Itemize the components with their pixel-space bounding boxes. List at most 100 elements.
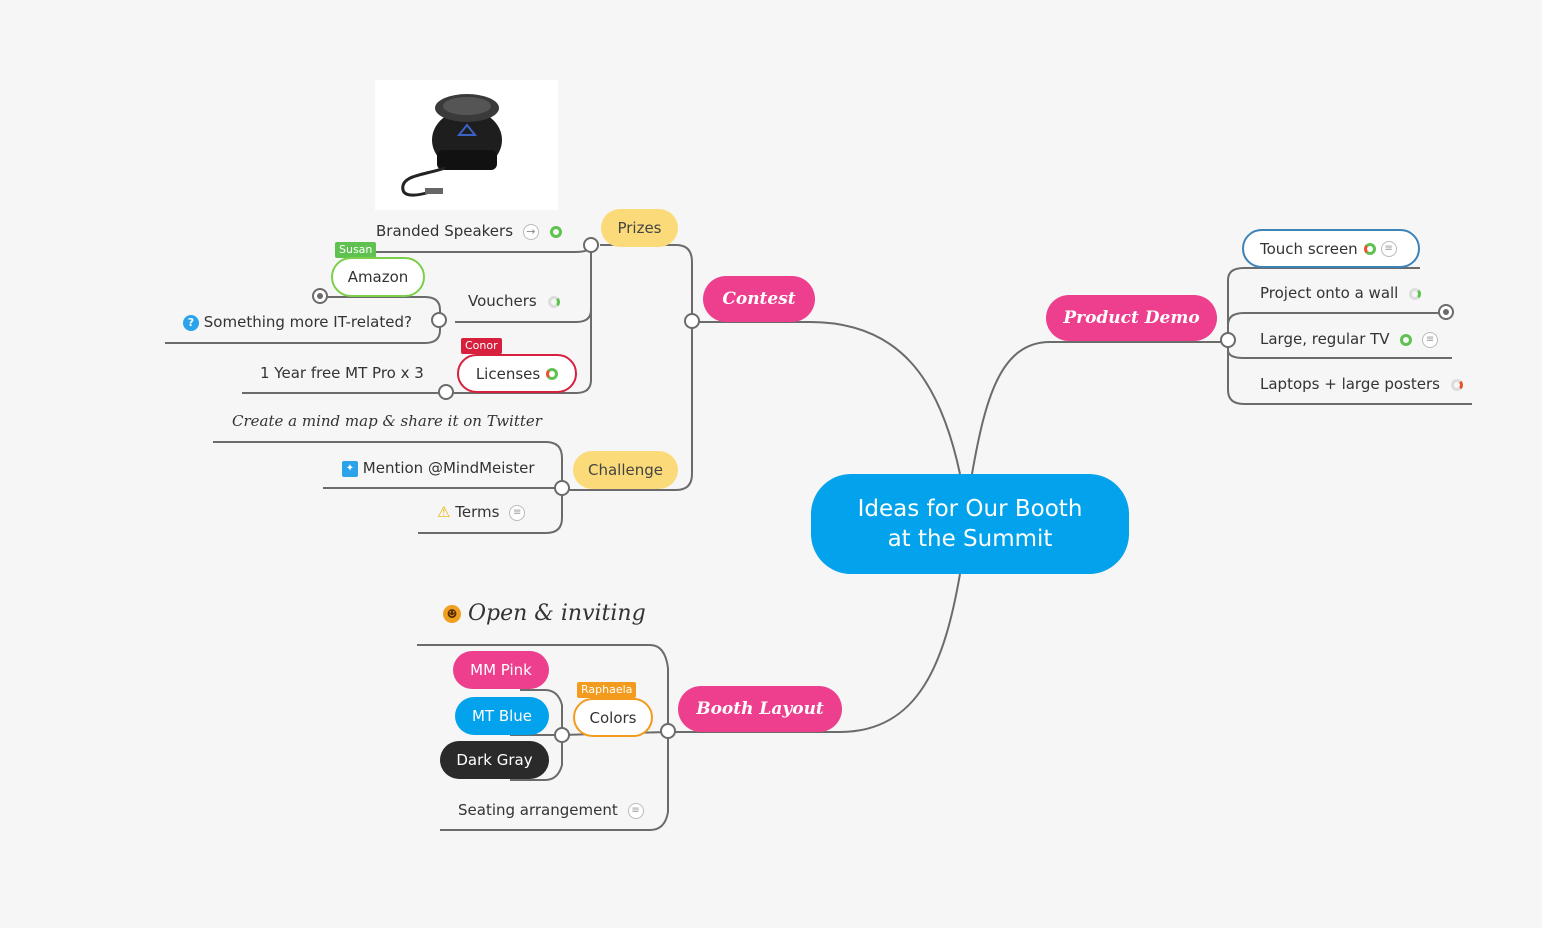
topic-booth-layout-label: Booth Layout <box>696 699 824 719</box>
topic-mt-blue-label: MT Blue <box>471 707 533 725</box>
twitter-icon: ✦ <box>342 460 358 477</box>
collapse-handle-colors <box>554 727 570 743</box>
collapse-handle-vouchers <box>431 312 447 328</box>
topic-laptops-label: Laptops + large posters <box>1260 375 1440 393</box>
link-arrow-icon[interactable]: → <box>522 223 539 240</box>
speaker-image[interactable] <box>375 80 558 210</box>
connector-contest-prizes <box>600 244 693 322</box>
topic-prizes-label: Prizes <box>617 219 662 237</box>
root-topic[interactable]: Ideas for Our Booth at the Summit <box>811 474 1129 574</box>
topic-touch-screen-label: Touch screen <box>1260 239 1358 258</box>
topic-mention[interactable]: ✦ Mention @MindMeister <box>342 459 535 477</box>
topic-prizes[interactable]: Prizes <box>601 209 678 247</box>
progress-three-quarter-icon[interactable] <box>546 367 559 380</box>
connector-challenge-create <box>213 441 563 488</box>
topic-mt-blue[interactable]: MT Blue <box>455 697 549 735</box>
topic-product-demo[interactable]: Product Demo <box>1046 295 1217 341</box>
topic-branded-speakers-label: Branded Speakers <box>376 222 514 240</box>
connector-pd-project <box>1227 312 1446 340</box>
topic-laptops[interactable]: Laptops + large posters <box>1260 375 1463 393</box>
topic-contest-label: Contest <box>722 289 796 309</box>
assignee-conor: Conor <box>465 339 498 352</box>
connector-prizes-licenses <box>455 245 592 394</box>
topic-touch-screen[interactable]: Touch screen ≡ <box>1242 229 1420 268</box>
progress-complete-icon[interactable] <box>549 225 562 238</box>
topic-large-tv[interactable]: Large, regular TV ≡ <box>1260 330 1439 348</box>
topic-seating-label: Seating arrangement <box>458 801 618 819</box>
topic-open-inviting[interactable]: ☻ Open & inviting <box>443 601 646 626</box>
topic-branded-speakers[interactable]: Branded Speakers → <box>376 222 562 240</box>
topic-amazon[interactable]: Amazon <box>331 257 425 297</box>
topic-project-wall-label: Project onto a wall <box>1260 284 1399 302</box>
topic-licenses-label: Licenses <box>475 364 541 383</box>
topic-dark-gray[interactable]: Dark Gray <box>440 741 549 779</box>
collapse-handle-contest <box>684 313 700 329</box>
collapse-handle-licenses <box>438 384 454 400</box>
root-topic-line2: at the Summit <box>887 526 1053 552</box>
connector-root-contest <box>809 321 961 475</box>
topic-licenses[interactable]: Licenses <box>457 354 577 393</box>
assignee-tag-conor: Conor <box>461 338 502 354</box>
topic-challenge[interactable]: Challenge <box>573 451 678 489</box>
collapse-handle-booth <box>660 723 676 739</box>
topic-contest[interactable]: Contest <box>703 276 815 322</box>
connector-contest-challenge <box>570 322 693 491</box>
warning-icon: ⚠ <box>437 503 451 521</box>
root-topic-line1: Ideas for Our Booth <box>857 496 1083 522</box>
topic-mm-pink[interactable]: MM Pink <box>453 651 549 689</box>
topic-project-wall[interactable]: Project onto a wall <box>1260 284 1422 302</box>
topic-open-inviting-label: Open & inviting <box>468 601 646 626</box>
smiley-icon: ☻ <box>443 605 461 623</box>
progress-quarter-icon[interactable] <box>547 295 560 308</box>
connector-prizes-speakers <box>370 244 592 253</box>
assignee-raphaela: Raphaela <box>581 683 633 696</box>
assignee-tag-raphaela: Raphaela <box>577 682 637 698</box>
collapse-handle-prizes <box>583 237 599 253</box>
topic-it-related-label: Something more IT-related? <box>203 313 412 331</box>
topic-mt-pro-label: 1 Year free MT Pro x 3 <box>260 364 424 382</box>
topic-vouchers[interactable]: Vouchers <box>468 292 560 310</box>
topic-challenge-label: Challenge <box>588 461 663 479</box>
progress-complete-icon[interactable] <box>1400 333 1413 346</box>
topic-dark-gray-label: Dark Gray <box>456 751 533 769</box>
connector-root-product-demo <box>971 341 1051 475</box>
topic-create-map-label: Create a mind map & share it on Twitter <box>232 412 542 430</box>
topic-colors[interactable]: Colors <box>573 698 653 737</box>
note-icon[interactable]: ≡ <box>509 504 526 521</box>
connector-vouchers-amazon <box>330 296 441 322</box>
note-icon[interactable]: ≡ <box>627 802 644 819</box>
collapse-handle-challenge <box>554 480 570 496</box>
progress-quarter-icon[interactable] <box>1409 287 1422 300</box>
connector-colors-pink <box>520 689 563 735</box>
topic-mm-pink-label: MM Pink <box>470 661 532 679</box>
assignee-tag-susan: Susan <box>335 242 377 258</box>
topic-booth-layout[interactable]: Booth Layout <box>678 686 842 732</box>
topic-vouchers-label: Vouchers <box>468 292 537 310</box>
progress-three-quarter-icon[interactable] <box>1363 242 1376 255</box>
connector-booth-seating <box>440 732 669 831</box>
topic-terms-label: Terms <box>455 503 500 521</box>
connector-booth-open <box>417 644 669 732</box>
topic-terms[interactable]: ⚠ Terms ≡ <box>437 503 526 521</box>
connector-challenge-terms <box>418 488 563 534</box>
topic-product-demo-label: Product Demo <box>1063 308 1200 328</box>
topic-mt-pro[interactable]: 1 Year free MT Pro x 3 <box>260 364 424 382</box>
note-icon[interactable]: ≡ <box>1422 331 1439 348</box>
topic-it-related[interactable]: ? Something more IT-related? <box>183 313 412 331</box>
topic-seating[interactable]: Seating arrangement ≡ <box>458 801 644 819</box>
connector-pd-touch <box>1227 267 1420 340</box>
topic-large-tv-label: Large, regular TV <box>1260 330 1390 348</box>
topic-amazon-label: Amazon <box>347 268 409 286</box>
collapse-handle-product-demo <box>1220 332 1236 348</box>
assignee-susan: Susan <box>339 243 373 256</box>
connector-pd-laptops <box>1227 340 1472 405</box>
question-icon: ? <box>183 314 199 331</box>
connector-colors-gray <box>510 735 563 781</box>
topic-colors-label: Colors <box>589 708 637 727</box>
progress-quarter-icon[interactable] <box>1450 378 1463 391</box>
topic-create-map[interactable]: Create a mind map & share it on Twitter <box>232 412 542 430</box>
connector-vouchers-it <box>165 322 441 344</box>
connector-prizes-vouchers <box>455 245 592 323</box>
note-icon[interactable]: ≡ <box>1380 240 1397 257</box>
